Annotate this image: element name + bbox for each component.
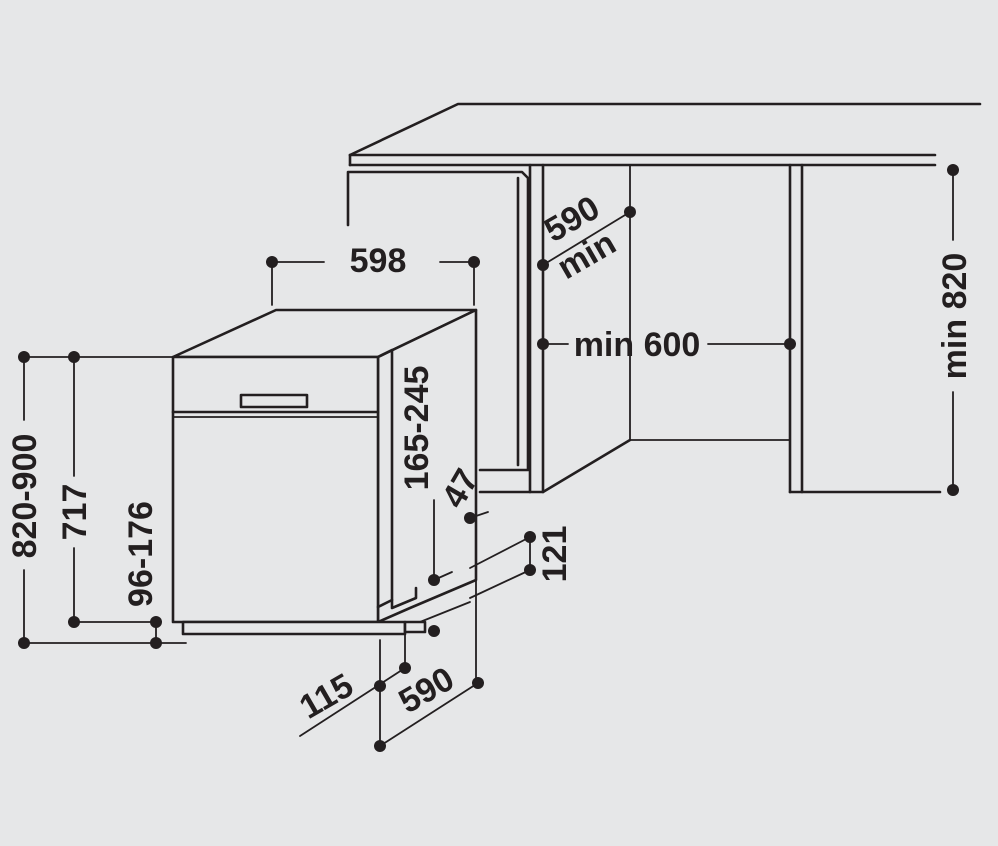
- dim-600-dot-right: [784, 338, 796, 350]
- foot-dot: [428, 625, 440, 637]
- label-115: 115: [293, 666, 360, 726]
- dim-717-dot-top: [68, 351, 80, 363]
- label-820-900: 820-900: [6, 434, 44, 559]
- dim-96-176-dot-bottom: [150, 637, 162, 649]
- dim-820-900-dot-top: [18, 351, 30, 363]
- dishwasher-plinth: [181, 620, 407, 636]
- dishwasher-front: [171, 355, 380, 624]
- label-121: 121: [536, 526, 574, 583]
- dishwasher: [171, 308, 478, 636]
- label-717: 717: [56, 484, 94, 541]
- label-165-245: 165-245: [398, 366, 436, 491]
- countertop-top-edge: [348, 102, 982, 157]
- door-handle: [239, 393, 309, 409]
- label-598: 598: [350, 242, 407, 280]
- door-edge: [376, 348, 394, 609]
- dim-47-dot: [464, 512, 476, 524]
- dim-115-dot-right: [399, 662, 411, 674]
- dim-590min-dot-back: [624, 206, 636, 218]
- kitchen-niche: [346, 102, 982, 494]
- dim-600-dot-left: [537, 338, 549, 350]
- niche-floor-left: [478, 438, 632, 494]
- label-96-176: 96-176: [122, 501, 160, 607]
- dim-598-dot-left: [266, 256, 278, 268]
- left-cabinet-front: [346, 170, 530, 472]
- dim-717-dot-bottom: [68, 616, 80, 628]
- dim-590min-line: [542, 211, 631, 266]
- label-min-600: min 600: [574, 326, 701, 364]
- dim-590-dot-back: [472, 677, 484, 689]
- dim-121-line-top: [469, 536, 531, 569]
- dim-121-dot-top: [524, 531, 536, 543]
- dim-121-dot-bottom: [524, 564, 536, 576]
- dim-598-dot-right: [468, 256, 480, 268]
- dim-590min-dot-front: [537, 259, 549, 271]
- dim-121-line-bottom: [469, 569, 531, 599]
- foot: [403, 620, 427, 634]
- dim-820-900-dot-bottom: [18, 637, 30, 649]
- dim-590-dot-front: [374, 740, 386, 752]
- dim-96-176-dot-top: [150, 616, 162, 628]
- dim-820-dot-bottom: [947, 484, 959, 496]
- label-min-820: min 820: [936, 253, 974, 380]
- dimension-lines: [18, 164, 959, 752]
- dim-820-dot-top: [947, 164, 959, 176]
- base-block: [390, 586, 418, 610]
- dim-165-245-dot: [428, 574, 440, 586]
- dim-115-line: [299, 667, 406, 737]
- dim-590-line: [379, 682, 479, 747]
